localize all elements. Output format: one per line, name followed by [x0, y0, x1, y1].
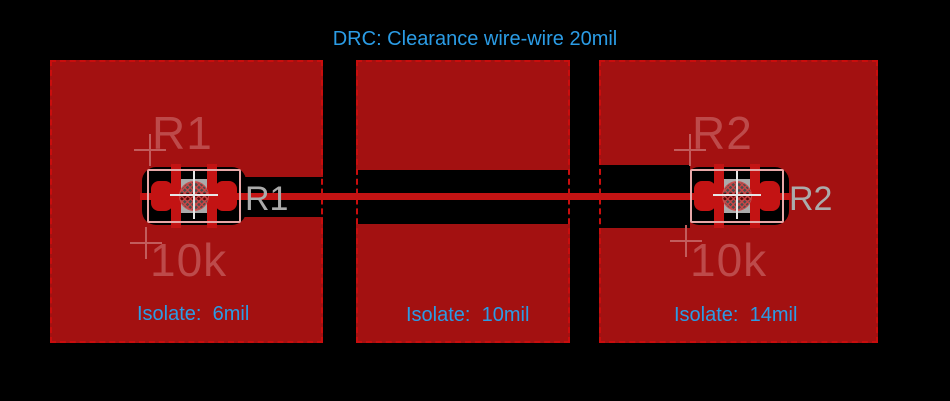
smd-pad-right[interactable] — [207, 164, 217, 228]
crosshair-icon — [193, 171, 195, 219]
ref-label-r1: R1 — [245, 180, 289, 218]
smd-pad-cap-left[interactable] — [694, 181, 716, 211]
crosshair-icon — [736, 171, 738, 219]
origin-cross-icon — [685, 225, 687, 257]
silk-value-r2: 10k — [690, 234, 768, 286]
pour-border — [599, 60, 878, 343]
isolate-label-1: Isolate: 6mil — [137, 303, 250, 325]
smd-pad-left[interactable] — [714, 164, 724, 228]
smd-pad-left[interactable] — [171, 164, 181, 228]
origin-cross-icon — [149, 134, 151, 166]
signal-trace[interactable] — [240, 193, 690, 200]
smd-pad-cap-right[interactable] — [758, 181, 780, 211]
pour-border — [356, 60, 570, 343]
isolate-label-3: Isolate: 14mil — [674, 304, 798, 326]
courtyard-outline — [690, 169, 784, 223]
footprint-r2[interactable] — [683, 164, 791, 228]
ref-label-r2: R2 — [789, 180, 833, 218]
courtyard-outline — [147, 169, 241, 223]
pour-border — [50, 60, 323, 343]
drc-title: DRC: Clearance wire-wire 20mil — [332, 28, 618, 50]
silk-value-r1: 10k — [150, 234, 228, 286]
silk-name-r2: R2 — [692, 107, 753, 159]
footprint-r1[interactable] — [140, 164, 248, 228]
silk-name-r1: R1 — [152, 107, 213, 159]
smd-pad-cap-right[interactable] — [215, 181, 237, 211]
origin-cross-icon — [145, 227, 147, 259]
isolate-label-2: Isolate: 10mil — [406, 304, 530, 326]
smd-pad-right[interactable] — [750, 164, 760, 228]
smd-pad-cap-left[interactable] — [151, 181, 173, 211]
origin-cross-icon — [689, 134, 691, 166]
